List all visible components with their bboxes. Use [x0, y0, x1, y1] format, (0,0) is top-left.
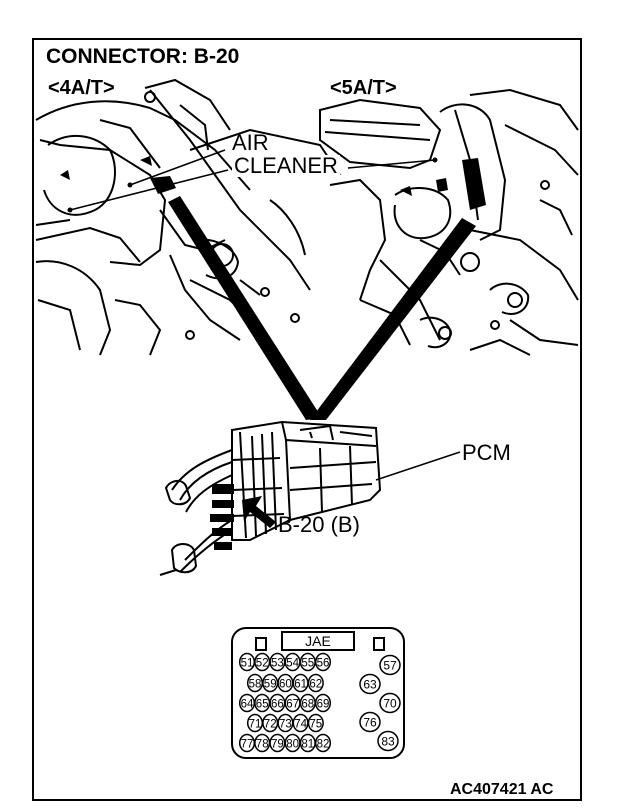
connector-pin-number: 77 — [241, 739, 254, 751]
connector-pin-number: 80 — [286, 739, 299, 751]
connector-pin-number: 65 — [256, 699, 269, 711]
pcm-label: PCM — [462, 440, 511, 465]
connector-pin-large — [377, 730, 399, 752]
air-cleaner-label-line2: CLEANER — [232, 153, 340, 178]
connector-arrow — [242, 496, 276, 528]
connector-pin-number: 51 — [241, 658, 254, 670]
air-cleaner-leader-dots — [67, 157, 438, 213]
connector-face-view — [231, 627, 405, 759]
connector-pin-number: 60 — [279, 679, 292, 691]
connector-pin-number: 66 — [271, 699, 284, 711]
connector-title: CONNECTOR: B-20 — [46, 45, 240, 68]
connector-pin-number: 83 — [381, 735, 395, 749]
connector-pin-number: 74 — [294, 719, 307, 731]
connector-pin-number: 68 — [301, 699, 314, 711]
connector-pin-number: 75 — [309, 719, 322, 731]
connector-pin-number: 63 — [363, 678, 377, 692]
connector-pin-number: 62 — [309, 679, 322, 691]
connector-pin-number: 57 — [383, 659, 397, 673]
connector-brand-label: JAE — [305, 633, 331, 649]
connector-pin-number: 72 — [264, 719, 277, 731]
connector-pin-number: 52 — [256, 658, 269, 670]
connector-ref-label: B-20 (B) — [278, 512, 360, 537]
variant-label-5at: <5A/T> — [330, 77, 397, 99]
engine-bay-4at-illustration — [35, 78, 341, 356]
connector-pin — [307, 713, 324, 733]
connector-pin-number: 61 — [294, 679, 307, 691]
connector-pin — [314, 693, 332, 713]
engine-bay-5at-dark-details — [400, 158, 486, 210]
connector-pin — [314, 652, 332, 672]
connector-pin-number: 67 — [286, 699, 299, 711]
connector-pin-number: 81 — [301, 739, 314, 751]
connector-pin-number: 82 — [317, 739, 330, 751]
connector-pin-number: 78 — [256, 739, 269, 751]
connector-pin-large — [359, 711, 381, 733]
pcm-connector-block — [210, 484, 234, 550]
connector-pin-number: 58 — [249, 679, 262, 691]
wire-harness — [159, 449, 233, 576]
connector-pin-number: 69 — [317, 699, 330, 711]
connector-pin-number: 56 — [317, 658, 330, 670]
engine-bay-4at-dark-details — [60, 156, 176, 194]
figure-code: AC407421 AC — [450, 781, 554, 798]
connector-pin-number: 53 — [271, 658, 284, 670]
location-pointer-wedges — [168, 196, 476, 420]
connector-pin-number: 54 — [286, 658, 299, 670]
connector-pin-number: 79 — [271, 739, 284, 751]
connector-pin — [307, 673, 324, 693]
connector-pin-number: 71 — [249, 719, 262, 731]
connector-pin-large — [379, 692, 401, 714]
air-cleaner-label-line1: AIR — [232, 130, 269, 155]
figure-frame — [32, 38, 582, 801]
connector-pin-number: 55 — [301, 658, 314, 670]
connector-pin-large — [359, 673, 381, 695]
connector-pin-number: 73 — [279, 719, 292, 731]
connector-pin-number: 59 — [264, 679, 277, 691]
connector-pin-number: 64 — [241, 699, 254, 711]
connector-pin-large — [379, 654, 401, 676]
connector-pin-number: 76 — [363, 716, 377, 730]
connector-pin — [314, 733, 332, 753]
engine-bay-5at-illustration — [319, 88, 579, 356]
variant-label-4at: <4A/T> — [48, 77, 115, 99]
connector-pin-number: 70 — [383, 697, 397, 711]
air-cleaner-leader-lines — [69, 149, 436, 211]
pcm-leader-line — [375, 451, 461, 481]
